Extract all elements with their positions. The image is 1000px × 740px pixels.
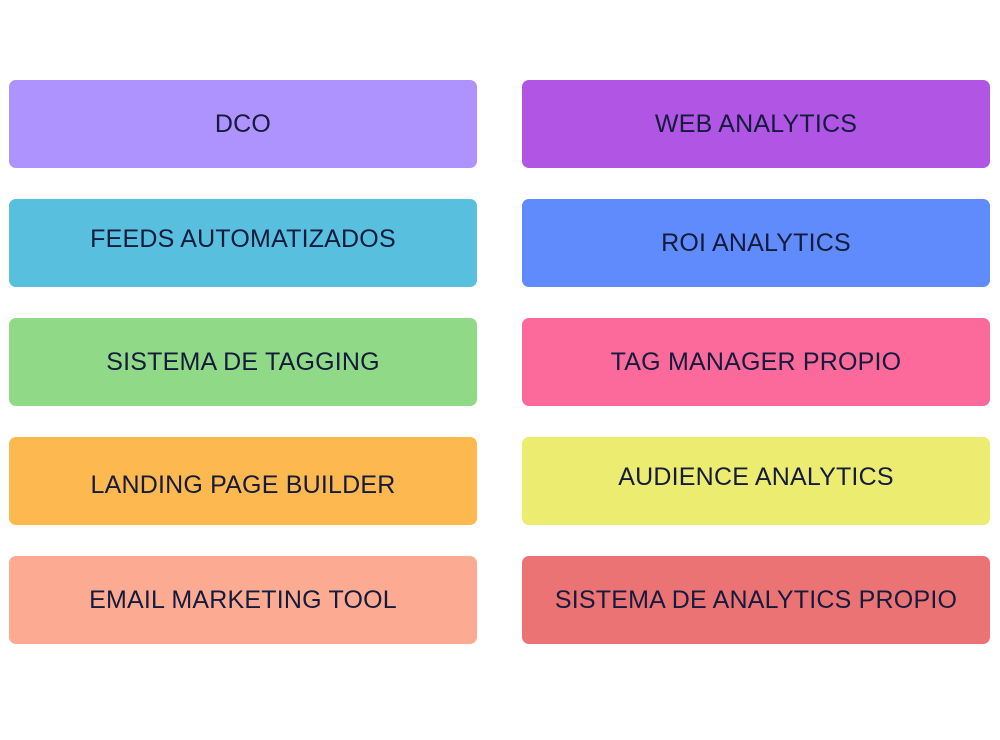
card-email-marketing-tool: EMAIL MARKETING TOOL [9,556,477,644]
card-label: ROI ANALYTICS [661,228,851,257]
card-label: LANDING PAGE BUILDER [90,470,396,499]
card-label: WEB ANALYTICS [654,109,858,138]
card-label: SISTEMA DE TAGGING [106,347,380,376]
card-label: TAG MANAGER PROPIO [610,347,902,376]
card-roi-analytics: ROI ANALYTICS [522,199,990,287]
card-label: SISTEMA DE ANALYTICS PROPIO [554,585,958,614]
card-label: AUDIENCE ANALYTICS [618,462,894,491]
card-feeds-automatizados: FEEDS AUTOMATIZADOS [9,199,477,287]
card-landing-page-builder: LANDING PAGE BUILDER [9,437,477,525]
card-label: FEEDS AUTOMATIZADOS [90,224,396,253]
card-dco: DCO [9,80,477,168]
card-sistema-de-analytics-propio: SISTEMA DE ANALYTICS PROPIO [522,556,990,644]
card-sistema-de-tagging: SISTEMA DE TAGGING [9,318,477,406]
card-label: DCO [214,109,272,138]
card-audience-analytics: AUDIENCE ANALYTICS [522,437,990,525]
card-label: EMAIL MARKETING TOOL [89,585,397,614]
card-web-analytics: WEB ANALYTICS [522,80,990,168]
card-tag-manager-propio: TAG MANAGER PROPIO [522,318,990,406]
